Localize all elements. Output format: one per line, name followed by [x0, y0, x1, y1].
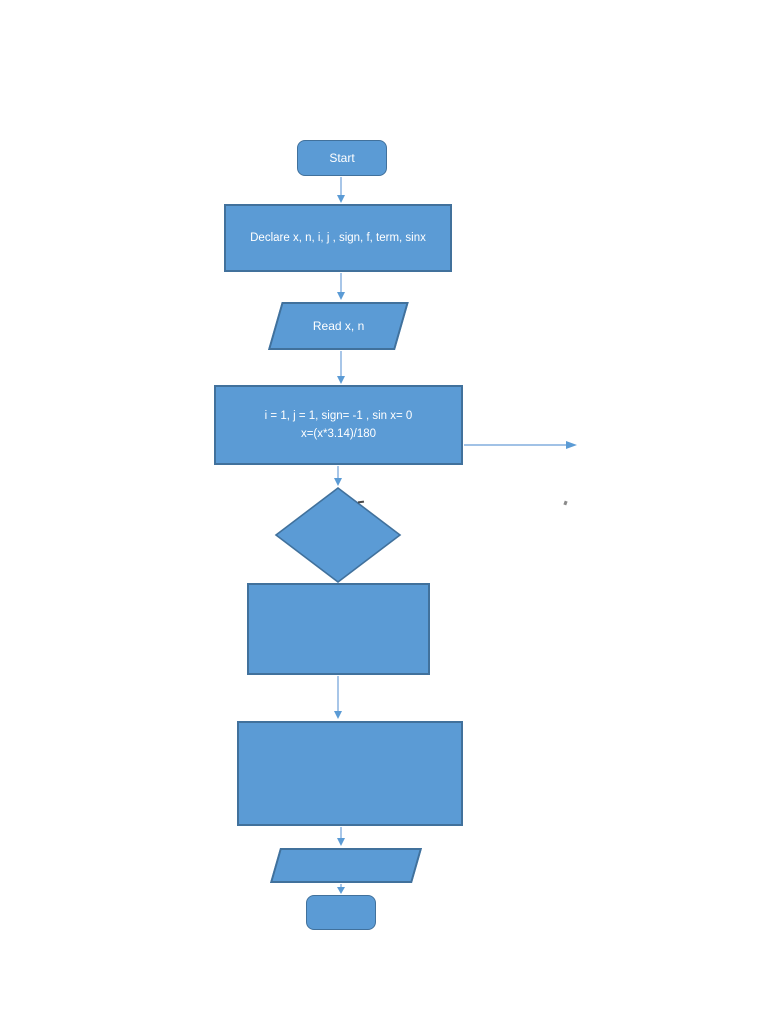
- node-end[interactable]: [306, 895, 376, 930]
- node-read-label: Read x, n: [312, 319, 365, 333]
- node-read[interactable]: Read x, n: [268, 302, 409, 350]
- node-process-b[interactable]: [237, 721, 463, 826]
- node-init[interactable]: i = 1, j = 1, sign= -1 , sin x= 0 x=(x*3…: [214, 385, 463, 465]
- connector-processa-processb: [334, 676, 342, 719]
- node-init-line1: i = 1, j = 1, sign= -1 , sin x= 0: [264, 410, 413, 422]
- node-declare-label: Declare x, n, i, j , sign, f, term, sinx: [250, 232, 426, 244]
- connector-read-init: [337, 351, 345, 384]
- connector-init-right: [464, 441, 577, 449]
- stray-mark-right: [563, 500, 568, 506]
- decision-diamond-shape[interactable]: [274, 486, 402, 584]
- node-declare[interactable]: Declare x, n, i, j , sign, f, term, sinx: [224, 204, 452, 272]
- connector-init-decision: [334, 466, 342, 486]
- node-start[interactable]: Start: [297, 140, 387, 176]
- node-start-label: Start: [329, 151, 355, 165]
- node-decision[interactable]: [274, 486, 402, 584]
- node-output[interactable]: [270, 848, 423, 883]
- connector-output-end: [337, 884, 345, 894]
- connector-declare-read: [337, 273, 345, 300]
- node-init-line2: x=(x*3.14)/180: [300, 428, 377, 440]
- node-process-a[interactable]: [247, 583, 430, 675]
- connector-processb-output: [337, 827, 345, 846]
- connector-start-declare: [337, 177, 345, 203]
